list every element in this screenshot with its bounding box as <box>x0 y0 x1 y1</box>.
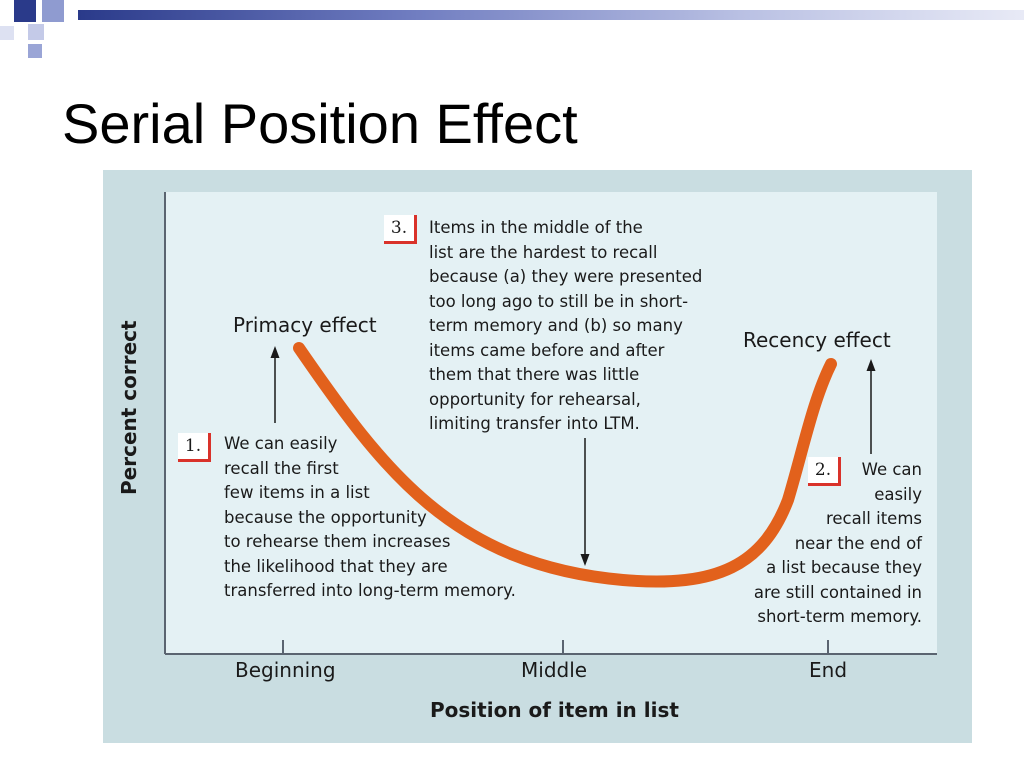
note-3-line: items came before and after <box>429 340 665 360</box>
note-1-line: We can easily <box>224 434 338 453</box>
note-2-line: easily <box>874 484 922 504</box>
recency-arrow-head <box>866 359 876 371</box>
x-tick-label-middle: Middle <box>521 658 588 682</box>
note-3-line: opportunity for rehearsal, <box>429 389 641 409</box>
note-1-line: recall the first <box>224 458 339 478</box>
note-1-line: because the opportunity <box>224 507 427 527</box>
x-tick-label-beginning: Beginning <box>235 658 336 682</box>
decor-square <box>14 0 36 22</box>
note-3-line: them that there was little <box>429 365 640 384</box>
note-1-badge: 1. <box>178 433 211 462</box>
note-3-text: Items in the middle of the list are the … <box>429 216 702 437</box>
note-2-line: a list because they <box>766 558 922 577</box>
note-2-badge: 2. <box>808 457 841 486</box>
serial-position-curve <box>293 342 837 588</box>
decor-square <box>28 24 44 40</box>
note-2-line: short-term memory. <box>757 607 922 626</box>
note-1-line: the likelihood that they are <box>224 556 448 576</box>
decor-square <box>28 44 42 58</box>
decor-square <box>42 0 64 22</box>
serial-position-figure: Percent correct Beginning Middle End Pos… <box>103 170 972 743</box>
x-axis-title: Position of item in list <box>430 698 679 722</box>
note-1-line: few items in a list <box>224 483 370 502</box>
primacy-arrow-head <box>270 346 280 358</box>
note-1-line: to rehearse them increases <box>224 532 451 551</box>
note-2-line: recall items <box>825 509 922 528</box>
note-3-line: too long ago to still be in short- <box>429 291 689 311</box>
primacy-effect-label: Primacy effect <box>233 313 377 337</box>
note-3-line: limiting transfer into LTM. <box>429 414 640 433</box>
note-1-line: transferred into long-term memory. <box>224 581 516 600</box>
recency-effect-label: Recency effect <box>743 328 891 352</box>
note-2-line: near the end of <box>794 533 922 553</box>
x-tick-label-end: End <box>809 658 848 682</box>
y-axis-title: Percent correct <box>117 320 141 495</box>
title-rule <box>78 10 1024 20</box>
note-2-text: We can easily recall items near the end … <box>754 458 922 630</box>
note-3-line: because (a) they were presented <box>429 267 703 286</box>
middle-arrow-head <box>580 554 590 566</box>
plot-svg <box>164 192 937 655</box>
note-3-line: list are the hardest to recall <box>429 242 658 262</box>
slide-title: Serial Position Effect <box>62 92 578 155</box>
note-3-line: term memory and (b) so many <box>429 316 683 335</box>
note-2-line: are still contained in <box>753 582 922 602</box>
note-3-line: Items in the middle of the <box>429 218 643 237</box>
note-1-text: We can easily recall the first few items… <box>224 432 516 604</box>
note-2-line: We can <box>861 460 922 479</box>
note-3-badge: 3. <box>384 215 417 244</box>
decor-square <box>0 26 14 40</box>
